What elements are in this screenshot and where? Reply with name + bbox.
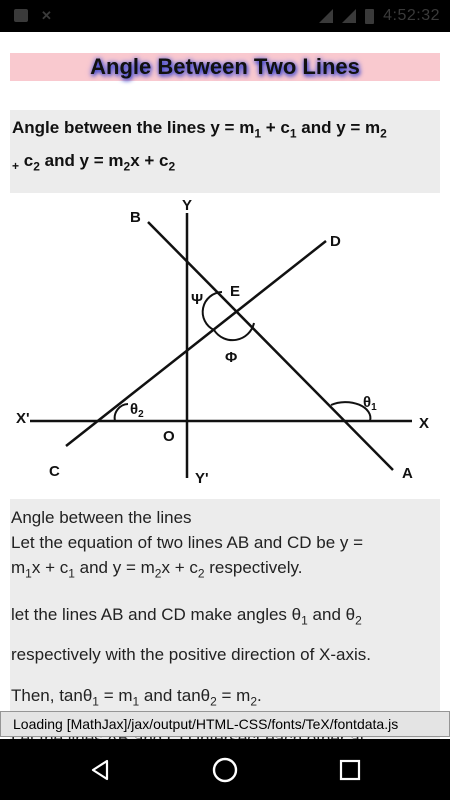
page-title: Angle Between Two Lines (90, 54, 360, 79)
signal-icon-2 (342, 9, 357, 23)
label-y: Y (182, 197, 192, 214)
paragraph-3: Then, tanθ1 = m1 and tanθ2 = m2. (11, 685, 262, 709)
label-theta1: θ1 (363, 394, 377, 413)
paragraph-2: let the lines AB and CD make angles θ1 a… (11, 605, 371, 664)
label-b: B (130, 209, 141, 226)
label-x-neg: X' (16, 410, 30, 427)
label-phi: Φ (225, 349, 237, 366)
home-button[interactable] (211, 756, 239, 784)
battery-icon (365, 8, 375, 24)
line-ab (147, 221, 394, 471)
paragraph-1-line-1: Let the equation of two lines AB and CD … (11, 533, 364, 552)
recent-apps-icon (339, 759, 361, 781)
back-icon (91, 759, 109, 781)
theta1-arc (330, 401, 372, 422)
page-title-bar: Angle Between Two Lines (10, 53, 440, 81)
no-sim-icon: ✕ (41, 8, 52, 23)
paragraph-1-line-2: m1x + c1 and y = m2x + c2 respectively. (11, 558, 303, 581)
theta2-arc (113, 403, 129, 422)
notification-icon (14, 9, 28, 22)
section-heading: Angle between the lines y = m1 + c1 and … (12, 118, 387, 174)
status-bar: ✕ 4:52:32 (0, 0, 450, 32)
line-cd (65, 240, 327, 447)
label-o: O (163, 428, 175, 445)
label-c: C (49, 463, 60, 480)
clock: 4:52:32 (383, 7, 440, 24)
label-e: E (230, 283, 240, 300)
signal-icon (319, 9, 334, 23)
navigation-bar (0, 739, 450, 800)
status-right: 4:52:32 (319, 7, 440, 25)
content-box: Angle between the lines Let the equation… (10, 499, 440, 739)
mathjax-loading-message: Loading [MathJax]/jax/output/HTML-CSS/fo… (0, 711, 450, 737)
psi-arc (201, 291, 223, 331)
label-y-neg: Y' (195, 470, 209, 487)
label-d: D (330, 233, 341, 250)
label-a: A (402, 465, 413, 482)
recent-apps-button[interactable] (336, 756, 364, 784)
section-heading-box: Angle between the lines y = m1 + c1 and … (10, 110, 440, 193)
label-psi: Ψ (191, 291, 203, 308)
angle-diagram: B Y D E Ψ Φ X' θ2 O θ1 X C Y' A (16, 197, 429, 487)
label-x: X (419, 415, 429, 432)
home-icon (212, 757, 238, 783)
label-theta2: θ2 (130, 401, 144, 420)
phi-arc (213, 322, 255, 342)
back-button[interactable] (86, 756, 114, 784)
content-subheading: Angle between the lines (11, 508, 192, 527)
